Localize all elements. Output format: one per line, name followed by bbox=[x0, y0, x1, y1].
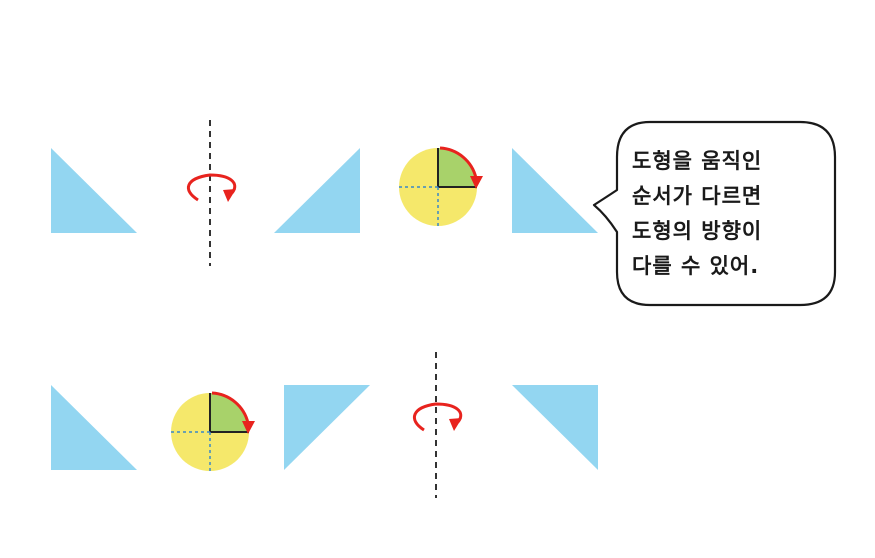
triangle-row1-result bbox=[512, 148, 598, 233]
speech-line-3: 도형의 방향이 bbox=[632, 219, 763, 243]
triangle-row2-result bbox=[512, 385, 598, 470]
rotate-icon-row2 bbox=[171, 391, 255, 471]
flip-icon-row1 bbox=[186, 120, 237, 266]
rotation-sector bbox=[210, 393, 249, 432]
triangle-row2-rotated bbox=[284, 385, 370, 470]
flip-icon-row2 bbox=[412, 352, 463, 498]
circular-flip-arrow-icon bbox=[412, 402, 463, 432]
speech-line-2: 순서가 다르면 bbox=[632, 184, 763, 208]
speech-line-1: 도형을 움직인 bbox=[632, 149, 763, 173]
speech-line-4: 다를 수 있어. bbox=[632, 254, 760, 278]
rotation-sector bbox=[438, 148, 477, 187]
quarter-turn-arrow-icon bbox=[439, 146, 478, 179]
triangle-row2-original bbox=[51, 385, 137, 470]
rotate-icon-row1 bbox=[399, 146, 483, 226]
triangle-row1-flipped bbox=[274, 148, 360, 233]
speech-bubble bbox=[592, 120, 837, 307]
quarter-turn-arrow-icon bbox=[211, 391, 250, 424]
triangle-row1-original bbox=[51, 148, 137, 233]
speech-bubble-text: 도형을 움직인 순서가 다르면 도형의 방향이 다를 수 있어. bbox=[632, 144, 820, 284]
circular-flip-arrow-icon bbox=[186, 173, 237, 202]
